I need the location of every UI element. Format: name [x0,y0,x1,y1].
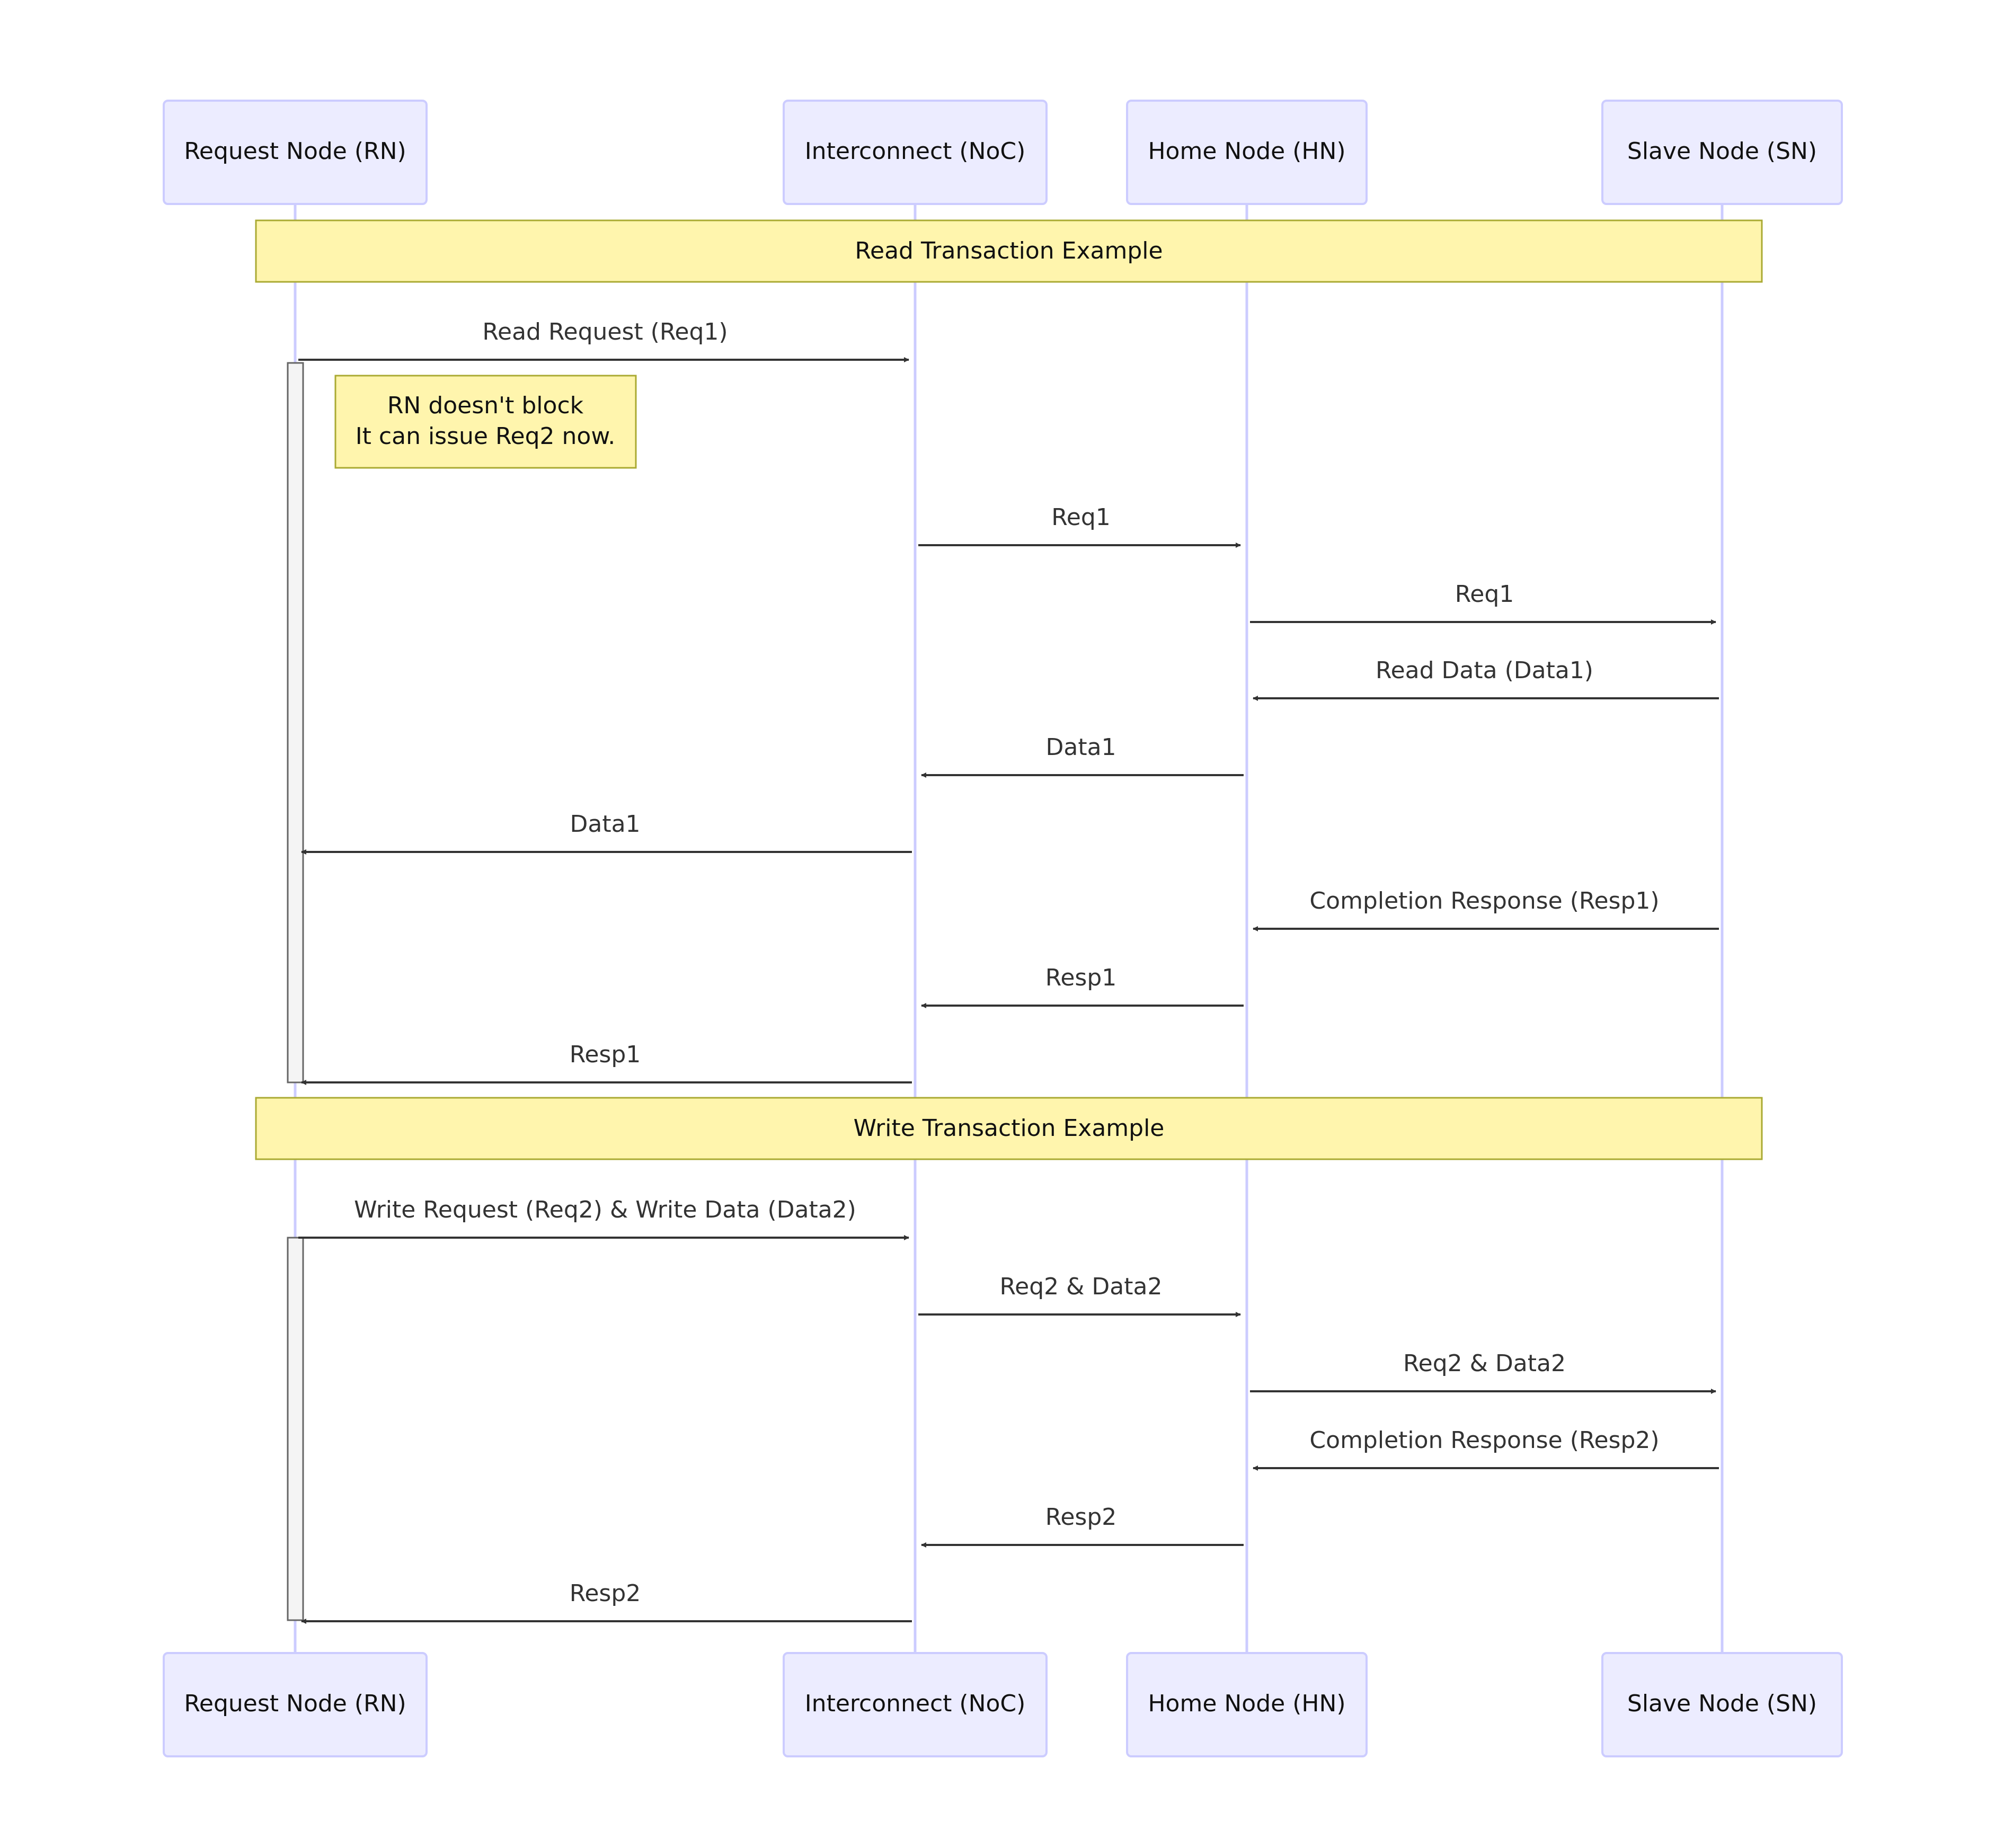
actor-bottom-sn-label: Slave Node (SN) [1627,1690,1817,1717]
actor-top-noc-label: Interconnect (NoC) [805,138,1026,165]
message-label: Req2 & Data2 [1000,1273,1163,1300]
actor-top-sn-label: Slave Node (SN) [1627,138,1817,165]
message-label: Resp1 [570,1041,641,1068]
actor-top-hn-label: Home Node (HN) [1148,138,1345,165]
actor-top-rn-label: Request Node (RN) [184,138,406,165]
message-label: Read Request (Req1) [482,318,728,345]
message-label: Req1 [1455,581,1514,608]
message-label: Read Data (Data1) [1376,657,1593,684]
message-label: Resp2 [570,1580,641,1607]
actor-bottom-hn: Home Node (HN) [1126,1652,1368,1757]
actor-bottom-sn: Slave Node (SN) [1601,1652,1843,1757]
message-label: Completion Response (Resp1) [1309,887,1659,914]
actor-bottom-noc-label: Interconnect (NoC) [805,1690,1026,1717]
message-label: Resp1 [1045,964,1117,991]
actor-bottom-noc: Interconnect (NoC) [783,1652,1048,1757]
actor-top-sn: Slave Node (SN) [1601,100,1843,205]
actor-top-hn: Home Node (HN) [1126,100,1368,205]
message-label: Resp2 [1045,1504,1117,1531]
message-label: Req1 [1051,504,1111,531]
note-rn-nonblocking: RN doesn't block It can issue Req2 now. [334,375,637,469]
actor-top-rn: Request Node (RN) [163,100,428,205]
message-label: Write Request (Req2) & Write Data (Data2… [354,1196,856,1223]
actor-bottom-rn-label: Request Node (RN) [184,1690,406,1717]
note-line-2: It can issue Req2 now. [356,423,616,450]
activation-bar-read [287,362,304,1083]
message-label: Data1 [570,811,640,838]
message-label: Data1 [1045,734,1116,761]
message-label: Completion Response (Resp2) [1309,1427,1659,1454]
section-banner-read: Read Transaction Example [255,219,1763,283]
section-banner-write: Write Transaction Example [255,1097,1763,1160]
section-banner-read-label: Read Transaction Example [855,237,1163,264]
activation-bar-write [287,1237,304,1621]
actor-bottom-rn: Request Node (RN) [163,1652,428,1757]
actor-top-noc: Interconnect (NoC) [783,100,1048,205]
section-banner-write-label: Write Transaction Example [854,1115,1165,1142]
note-line-1: RN doesn't block [387,392,584,419]
actor-bottom-hn-label: Home Node (HN) [1148,1690,1345,1717]
message-label: Req2 & Data2 [1403,1350,1566,1377]
